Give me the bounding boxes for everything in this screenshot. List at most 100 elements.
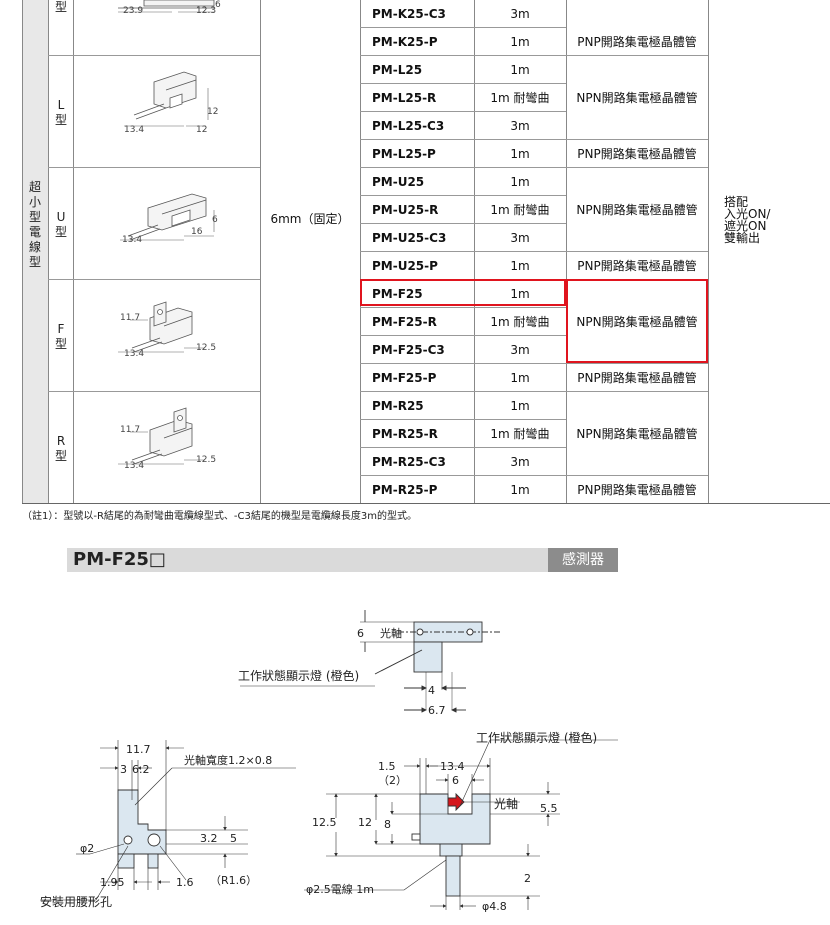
model-cell: PM-F25-R: [372, 315, 437, 329]
model-cell: PM-U25-R: [372, 203, 439, 217]
model-cell: PM-L25-C3: [372, 119, 445, 133]
output-cell: NPN開路集電極晶體管: [576, 315, 698, 329]
model-cell: PM-L25: [372, 63, 423, 77]
left-dim-11-7: 11.7: [126, 743, 151, 756]
model-cell: PM-U25-P: [372, 259, 438, 273]
f-dim-3: 13.4: [124, 349, 145, 359]
left-radius: （R1.6）: [210, 874, 257, 887]
spot-size: 6mm（固定）: [270, 212, 350, 226]
length-cell: 3m: [510, 119, 530, 133]
output-cell: NPN開路集電極晶體管: [576, 427, 698, 441]
right-dim-5-5: 5.5: [540, 802, 558, 815]
model-cell: PM-R25-R: [372, 427, 438, 441]
left-dim-6-2: 6.2: [132, 763, 150, 776]
highlight-output-cell: [566, 279, 708, 363]
right-dim-13-4: 13.4: [440, 760, 465, 773]
length-cell: 1m: [510, 175, 530, 189]
length-cell: 1m: [510, 399, 530, 413]
u-sketch-body: [127, 193, 207, 241]
output-cell: PNP開路集電極晶體管: [577, 371, 697, 385]
group-label: 超小型電線型: [28, 180, 41, 269]
r-dim-3: 13.4: [124, 461, 145, 471]
model-cell: PM-L25-P: [372, 147, 436, 161]
model-cell: PM-U25-C3: [372, 231, 447, 245]
model-cell: PM-F25-C3: [372, 343, 445, 357]
length-cell: 1m: [510, 259, 530, 273]
length-cell: 1m 耐彎曲: [490, 91, 550, 105]
left-dim-1-6: 1.6: [176, 876, 194, 889]
u-dim-2: 16: [191, 227, 203, 237]
length-cell: 1m: [510, 483, 530, 497]
model-cell: PM-F25-P: [372, 371, 437, 385]
r-sketch-body: [131, 407, 193, 465]
r-dim-2: 12.5: [196, 455, 217, 465]
l-dim-1: 12: [207, 107, 219, 117]
right-indicator-label: 工作狀態顯示燈 (橙色): [476, 730, 597, 745]
model-cell: PM-K25-C3: [372, 7, 446, 21]
left-dim-1-95: 1.95: [100, 876, 125, 889]
output-cell: NPN開路集電極晶體管: [576, 203, 698, 217]
l-sketch-body: [133, 71, 197, 120]
length-cell: 3m: [510, 343, 530, 357]
length-cell: 3m: [510, 231, 530, 245]
f-sketch-body: [131, 301, 193, 353]
length-cell: 3m: [510, 455, 530, 469]
right-dim-2: （2）: [378, 774, 407, 787]
model-cell: PM-R25-P: [372, 483, 438, 497]
type-sketches: [118, 0, 215, 465]
top-dim-6-7: 6.7: [428, 704, 446, 717]
right-dim-8: 8: [384, 818, 391, 831]
length-cell: 1m: [510, 287, 530, 301]
top-view: [240, 610, 500, 713]
footnote: （註1）：型號以-R結尾的為耐彎曲電纜線型式、-C3結尾的機型是電纜線長度3m的…: [22, 511, 417, 522]
output-note: 搭配 入光ON/ 遮光ON 雙輸出: [724, 195, 771, 245]
right-axis-label: 光軸: [494, 797, 518, 811]
highlight-model-row: [360, 279, 566, 306]
section-header: PM-F25□ 感測器: [67, 548, 618, 572]
type-label-k: 型: [54, 0, 67, 14]
length-cell: 1m: [510, 63, 530, 77]
top-dim-6: 6: [357, 627, 364, 640]
right-dim-6: 6: [452, 774, 459, 787]
right-cable-dia: φ4.8: [482, 900, 507, 913]
right-dim-1-5: 1.5: [378, 760, 396, 773]
model-cell: PM-R25-C3: [372, 455, 446, 469]
output-cell: PNP開路集電極晶體管: [577, 259, 697, 273]
right-view: [304, 739, 618, 910]
model-cell: PM-U25: [372, 175, 425, 189]
right-dim-12: 12: [358, 816, 372, 829]
section-badge: 感測器: [548, 548, 618, 572]
left-view: [40, 740, 296, 901]
length-cell: 1m: [510, 147, 530, 161]
section-title: PM-F25□: [73, 549, 166, 570]
top-dim-4: 4: [428, 684, 435, 697]
top-indicator-label: 工作狀態顯示燈 (橙色): [238, 668, 359, 683]
k-dim-3: 6: [215, 0, 221, 10]
length-cell: 1m: [510, 371, 530, 385]
top-axis-label: 光軸: [380, 626, 402, 640]
model-cell: PM-F25: [372, 287, 423, 301]
left-mount-label: 安裝用腰形孔: [40, 894, 112, 909]
f-dim-1: 11.7: [120, 313, 141, 323]
dimension-drawing: 6 光軸 工作狀態顯示燈 (橙色) 4 6.7: [40, 610, 618, 913]
length-cell: 3m: [510, 7, 530, 21]
length-cell: 1m 耐彎曲: [490, 315, 550, 329]
f-dim-2: 12.5: [196, 343, 217, 353]
u-dim-3: 13.4: [122, 235, 143, 245]
u-dim-1: 6: [212, 215, 218, 225]
output-cell: PNP開路集電極晶體管: [577, 35, 697, 49]
right-cable-label: φ2.5電線 1m: [306, 882, 374, 896]
left-dim-3: 3: [120, 763, 127, 776]
k-dim-2: 12.3: [196, 6, 217, 16]
left-dim-3-2: 3.2: [200, 832, 218, 845]
model-cell: PM-K25-P: [372, 35, 438, 49]
left-part: [117, 789, 167, 855]
model-cell: PM-L25-R: [372, 91, 437, 105]
k-dim-1: 23.9: [123, 6, 144, 16]
left-hole-dia: φ2: [80, 842, 94, 855]
